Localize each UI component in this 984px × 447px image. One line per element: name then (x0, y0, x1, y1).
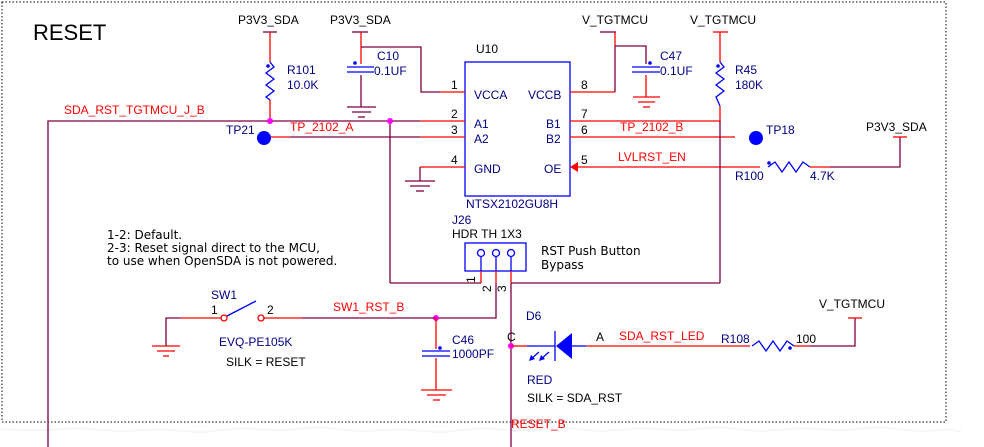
c46-ref: C46 (452, 333, 474, 347)
net-label-sw1-rst-b: SW1_RST_B (333, 300, 404, 314)
r101-resistor[interactable]: P3V3_SDA R101 10.0K (238, 13, 318, 121)
r100-power-label: P3V3_SDA (866, 120, 927, 134)
r101-value: 10.0K (287, 78, 318, 92)
tp21-test-point[interactable]: TP21 (226, 123, 420, 145)
u10-pin-name-vcca: VCCA (474, 88, 507, 102)
r100-ref: R100 (735, 169, 764, 183)
note-line-2: 2-3: Reset signal direct to the MCU, (107, 241, 320, 255)
sheet-title: RESET (33, 20, 106, 45)
r101-ref: R101 (287, 63, 316, 77)
sw1-pin-2: 2 (267, 303, 274, 317)
u10-ground-symbol (405, 167, 435, 192)
j26-pin-3: 3 (495, 285, 509, 292)
sheet-border (1, 1, 947, 423)
tp18-test-point[interactable]: TP18 (749, 123, 795, 145)
sw1-pin-1: 1 (211, 303, 218, 317)
j26-ref: J26 (452, 213, 472, 227)
u10-pin-name-oe: OE (544, 162, 561, 176)
net-label-sda-rst-led: SDA_RST_LED (619, 329, 705, 343)
c10-ref: C10 (377, 49, 399, 63)
j26-part: HDR TH 1X3 (452, 227, 522, 241)
r100-value: 4.7K (810, 169, 835, 183)
c46-capacitor[interactable]: C46 1000PF (421, 318, 494, 401)
u10-level-translator[interactable]: U10 NTSX2102GU8H 1 2 3 4 VCCA A1 A2 GND … (420, 42, 760, 211)
sw1-reset-switch[interactable]: SW1 1 2 EVQ-PE105K SILK = RESET (152, 288, 436, 369)
tp18-ref: TP18 (766, 123, 795, 137)
u10-pin-name-a1: A1 (474, 117, 489, 131)
c47-value: 0.1UF (660, 64, 693, 78)
junction-r101 (267, 118, 273, 124)
d6-color: RED (527, 373, 553, 387)
note-line-1: 1-2: Default. (107, 228, 182, 242)
r45-value: 180K (735, 78, 763, 92)
r45-resistor[interactable]: V_TGTMCU R45 180K (690, 13, 763, 121)
r101-power-label: P3V3_SDA (238, 13, 299, 27)
c46-value: 1000PF (452, 347, 494, 361)
sw1-part: EVQ-PE105K (219, 335, 292, 349)
r108-power-label: V_TGTMCU (819, 297, 885, 311)
r108-resistor[interactable]: V_TGTMCU R108 100 (721, 297, 885, 353)
d6-silk: SILK = SDA_RST (527, 391, 623, 405)
u10-pin-name-vccb: VCCB (528, 88, 561, 102)
u10-pin-name-a2: A2 (474, 132, 489, 146)
u10-pin-name-b2: B2 (546, 132, 561, 146)
u10-pin-num-3: 3 (451, 123, 458, 137)
sw1-ref: SW1 (211, 288, 237, 302)
c10-power-label: P3V3_SDA (330, 13, 391, 27)
tp21-ref: TP21 (226, 123, 255, 137)
r45-ref: R45 (735, 63, 757, 77)
r108-value: 100 (796, 332, 816, 346)
wire-nets (47, 120, 721, 447)
c47-ref: C47 (660, 49, 682, 63)
d6-led[interactable]: D6 C A RED SILK = SDA_RST (507, 309, 750, 405)
junction-a1 (387, 118, 393, 124)
u10-pin-num-2: 2 (451, 107, 458, 121)
note-line-3: to use when OpenSDA is not powered. (107, 254, 337, 268)
jumper-note: 1-2: Default. 2-3: Reset signal direct t… (107, 228, 337, 268)
j26-pin-1: 1 (464, 276, 478, 283)
net-label-reset-b: RESET_B (511, 417, 566, 431)
led-emission-arrows-icon (529, 351, 550, 361)
net-label-sda-rst-tgtmcu: SDA_RST_TGTMCU_J_B (64, 103, 205, 117)
d6-cathode-label: C (507, 330, 516, 344)
c10-value: 0.1UF (374, 64, 407, 78)
u10-pin-num-5: 5 (581, 153, 588, 167)
j26-header[interactable]: J26 HDR TH 1X3 1 2 3 RST Push Button Byp… (452, 213, 641, 292)
j26-desc-line-1: RST Push Button (541, 244, 641, 258)
u10-part: NTSX2102GU8H (466, 197, 558, 211)
d6-ref: D6 (526, 309, 542, 323)
net-label-lvlrst-en: LVLRST_EN (618, 150, 686, 164)
r45-power-label: V_TGTMCU (690, 13, 756, 27)
r108-ref: R108 (721, 332, 750, 346)
j26-pin-2: 2 (480, 285, 494, 292)
u10-pin-name-b1: B1 (546, 117, 561, 131)
u10-pin-num-1: 1 (451, 78, 458, 92)
u10-pin-num-6: 6 (581, 123, 588, 137)
net-label-tp-2102-b: TP_2102_B (620, 120, 683, 134)
u10-ref: U10 (476, 42, 498, 56)
u10-pin-num-8: 8 (581, 78, 588, 92)
c47-power-label: V_TGTMCU (582, 13, 648, 27)
d6-anode-label: A (596, 330, 604, 344)
u10-pin-name-gnd: GND (474, 162, 501, 176)
sw1-silk: SILK = RESET (226, 355, 306, 369)
u10-pin-num-4: 4 (451, 153, 458, 167)
u10-pin-num-7: 7 (581, 107, 588, 121)
j26-desc-line-2: Bypass (541, 258, 584, 272)
net-label-tp-2102-a: TP_2102_A (290, 120, 353, 134)
c47-capacitor[interactable]: V_TGTMCU C47 0.1UF (582, 13, 693, 108)
c10-capacitor[interactable]: P3V3_SDA C10 0.1UF (330, 13, 440, 118)
r100-resistor[interactable]: P3V3_SDA R100 4.7K (735, 120, 927, 183)
